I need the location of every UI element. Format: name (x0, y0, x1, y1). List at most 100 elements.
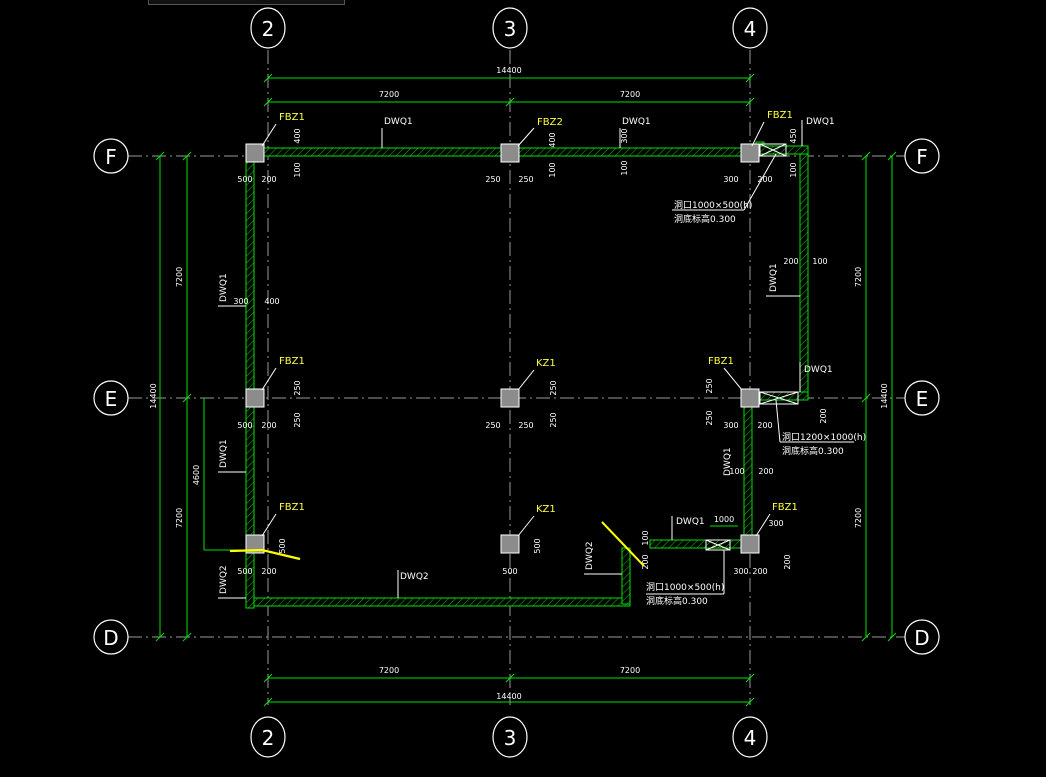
svg-text:3: 3 (504, 726, 517, 750)
dim-250-3e-right: 250 (518, 421, 533, 430)
label-dwq2-return: DWQ2 (585, 541, 595, 570)
wall-top-return[interactable] (755, 145, 809, 155)
dim-100-3f: 100 (620, 160, 629, 175)
dim-right-overall: 14400 (880, 383, 889, 408)
dim-top-bay-left: 7200 (379, 90, 399, 99)
opening-1-size: 洞口1000×500(h) (674, 200, 752, 211)
markup-stroke-right[interactable] (601, 521, 645, 567)
dim-200-2f: 200 (261, 175, 276, 184)
svg-text:D: D (914, 626, 929, 650)
svg-text:2: 2 (262, 17, 275, 41)
axis-bubble-e-left[interactable]: E (93, 380, 129, 416)
cad-tab-strip[interactable] (148, 0, 345, 5)
axis-bubble-f-left[interactable]: F (93, 138, 129, 174)
opening-3-elev: 洞底标高0.300 (646, 595, 708, 607)
column-fbz1-2low[interactable] (245, 534, 265, 554)
label-fbz1-2e: FBZ1 (279, 356, 305, 367)
label-dwq1-bottom-right: DWQ1 (676, 517, 705, 527)
opening-cross-e[interactable] (759, 391, 799, 405)
dim-100-2f: 100 (293, 162, 302, 177)
dim-100-right-lower: 100 (729, 467, 744, 476)
dim-200-right: 200 (783, 257, 798, 266)
wall-bottom-right[interactable] (649, 539, 747, 549)
label-dwq1-right-lower: DWQ1 (723, 447, 733, 476)
axis-bubble-3-bottom[interactable]: 3 (492, 716, 528, 758)
dim-300-4e: 300 (723, 421, 738, 430)
dim-300-left: 300 (233, 297, 248, 306)
dim-500-2low: 500 (278, 538, 287, 553)
dim-100-4f: 100 (789, 162, 798, 177)
column-kz1-3low[interactable] (500, 534, 520, 554)
axis-bubble-2-bottom[interactable]: 2 (250, 716, 286, 758)
label-dwq2-left: DWQ2 (219, 565, 229, 594)
dim-200-4e: 200 (757, 421, 772, 430)
axis-bubble-f-right[interactable]: F (904, 138, 940, 174)
dim-top-bay-right: 7200 (620, 90, 640, 99)
svg-text:4: 4 (744, 17, 757, 41)
wall-bottom-return[interactable] (621, 547, 631, 605)
dim-300-4low: 300 (768, 519, 783, 528)
cad-top-bar (0, 0, 1046, 6)
dim-250-3f-left: 250 (485, 175, 500, 184)
axis-bubble-4-top[interactable]: 4 (732, 7, 768, 49)
dim-1000-bottom-right: 1000 (714, 515, 734, 524)
axis-bubble-e-right[interactable]: E (904, 380, 940, 416)
dim-500-2e: 500 (237, 421, 252, 430)
dim-200-4f: 200 (757, 175, 772, 184)
dim-left-4600: 4600 (192, 465, 201, 485)
label-fbz1-4f: FBZ1 (767, 110, 793, 121)
dim-left-bay-upper: 7200 (175, 267, 184, 287)
label-kz1-3e: KZ1 (536, 358, 556, 369)
label-fbz2-3f: FBZ2 (537, 117, 563, 128)
label-fbz1-2low: FBZ1 (279, 502, 305, 513)
axis-bubble-3-top[interactable]: 3 (492, 7, 528, 49)
opening-2-size: 洞口1200×1000(h) (782, 432, 866, 443)
dim-250-3e-b: 250 (549, 412, 558, 427)
axis-bubble-4-bottom[interactable]: 4 (732, 716, 768, 758)
dim-250-3f-right: 250 (518, 175, 533, 184)
opening-annotations: 洞口1000×500(h) 洞底标高0.300 洞口1200×1000(h) 洞… (646, 153, 866, 607)
axis-bubble-d-right[interactable]: D (904, 619, 940, 655)
dim-250-2e-b: 250 (293, 412, 302, 427)
axis-bubble-d-left[interactable]: D (93, 619, 129, 655)
dim-500-2f: 500 (237, 175, 252, 184)
dim-bottom-bay-right: 7200 (620, 666, 640, 675)
column-fbz1-2e[interactable] (245, 388, 265, 408)
column-kz1-3e[interactable] (500, 388, 520, 408)
yellow-markups (229, 521, 645, 567)
column-fbz1-2f[interactable] (245, 143, 265, 163)
dim-500-3low-b: 500 (502, 567, 517, 576)
opening-cross-bottom[interactable] (705, 539, 731, 551)
dim-400-3f: 400 (548, 132, 557, 147)
dim-200-2low-b: 200 (261, 567, 276, 576)
dim-250-4e-a: 250 (705, 378, 714, 393)
label-dwq1-left-lower: DWQ1 (219, 439, 229, 468)
label-dwq2-bottom: DWQ2 (400, 572, 429, 582)
dim-450-4f: 450 (789, 128, 798, 143)
column-fbz2-3f[interactable] (500, 143, 520, 163)
left-dimensions: 14400 7200 7200 4600 (149, 151, 250, 642)
label-dwq1-top-left: DWQ1 (384, 117, 413, 127)
wall-right-upper[interactable] (799, 147, 809, 399)
label-dwq1-e: DWQ1 (804, 365, 833, 375)
dim-100-bottom-right: 100 (641, 530, 650, 545)
label-fbz1-4e: FBZ1 (708, 356, 734, 367)
column-fbz1-4low[interactable] (740, 534, 760, 554)
label-dwq1-corner: DWQ1 (806, 117, 835, 127)
opening-cross-top[interactable] (759, 143, 787, 157)
axis-bubble-2-top[interactable]: 2 (250, 7, 286, 49)
column-fbz1-4f[interactable] (740, 143, 760, 163)
wall-bottom[interactable] (253, 597, 631, 607)
right-dimensions: 7200 7200 14400 (854, 151, 897, 642)
markup-stroke-left[interactable] (229, 548, 301, 561)
svg-text:2: 2 (262, 726, 275, 750)
dim-right-bay-upper: 7200 (854, 267, 863, 287)
label-dwq1-top-right: DWQ1 (622, 117, 651, 127)
wall-right-lower[interactable] (743, 403, 753, 541)
column-fbz1-4e[interactable] (740, 388, 760, 408)
opening-2-elev: 洞底标高0.300 (782, 445, 844, 457)
dim-500-2low-b: 500 (237, 567, 252, 576)
dim-200-e-right: 200 (819, 408, 828, 423)
svg-text:4: 4 (744, 726, 757, 750)
